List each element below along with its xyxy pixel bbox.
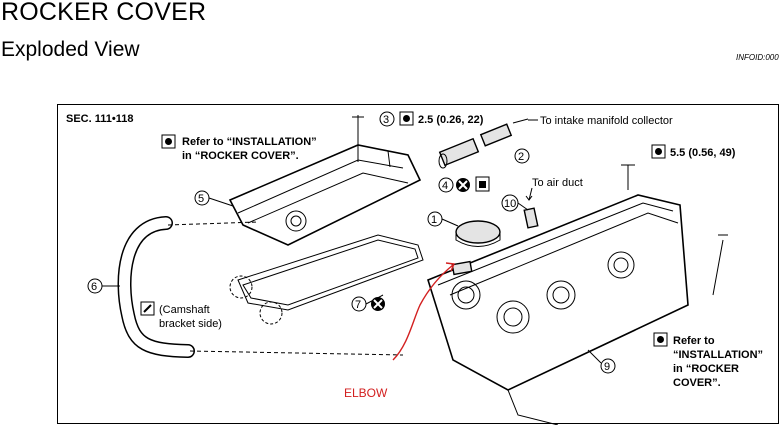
torque-wrench-icon [653, 332, 668, 347]
callout-6: 6 [87, 278, 103, 294]
pcv-valve-assembly [438, 118, 529, 169]
to-intake-label: To intake manifold collector [540, 115, 673, 127]
torque-wrench-icon [651, 144, 666, 159]
svg-text:10: 10 [504, 198, 516, 210]
left-gasket-inner [242, 239, 419, 306]
ref-installation-right-line1: Refer to [673, 335, 715, 347]
elbow-annotation-arrow [392, 264, 454, 361]
exploded-view-figure: SEC. 111•118 [57, 104, 779, 425]
callout-10: 10 [501, 194, 519, 212]
camshaft-note-line2: bracket side) [159, 318, 222, 330]
to-air-duct-label: To air duct [532, 177, 583, 189]
svg-text:7: 7 [355, 299, 361, 311]
camshaft-bracket-marker-1 [229, 275, 253, 299]
svg-text:5: 5 [198, 193, 204, 205]
callout-7: 7 [351, 296, 367, 312]
ref-installation-left-line2: in “ROCKER COVER”. [182, 150, 299, 162]
callout-3: 3 [379, 111, 395, 127]
liquid-gasket-icon [140, 301, 155, 316]
callout-4: 4 [438, 177, 454, 193]
do-not-reuse-icon [456, 178, 470, 192]
part-10 [523, 207, 539, 229]
svg-text:4: 4 [442, 180, 448, 192]
section-label: SEC. 111•118 [66, 113, 133, 125]
elbow-fitting [451, 260, 473, 276]
svg-text:9: 9 [604, 361, 610, 373]
svg-text:1: 1 [431, 214, 437, 226]
svg-text:3: 3 [383, 114, 389, 126]
page-subtitle: Exploded View [1, 38, 140, 61]
do-not-reuse-icon [371, 297, 385, 311]
page-title: ROCKER COVER [1, 0, 207, 26]
elbow-annotation-label: ELBOW [344, 386, 388, 400]
ref-installation-left-line1: Refer to “INSTALLATION” [182, 136, 317, 148]
camshaft-bracket-marker-2 [259, 301, 283, 325]
callout-2: 2 [514, 148, 530, 164]
ref-installation-right-line2: “INSTALLATION” [673, 349, 763, 361]
oil-filler-cap [455, 220, 501, 247]
torque-spec-3: 2.5 (0.26, 22) [418, 114, 484, 126]
svg-text:6: 6 [91, 281, 97, 293]
torque-wrench-icon [161, 134, 176, 149]
ref-installation-right-line3: in “ROCKER [673, 363, 739, 375]
torque-spec-5: 5.5 (0.56, 49) [670, 147, 736, 159]
callout-9: 9 [600, 358, 616, 374]
torque-wrench-icon [399, 111, 414, 126]
info-id: INFOID:000 [736, 53, 779, 62]
callout-1: 1 [427, 211, 443, 227]
callout-5: 5 [194, 190, 210, 206]
sealant-icon [475, 176, 490, 192]
diagram-canvas: SEC. 111•118 [66, 111, 763, 425]
left-rocker-cover [228, 115, 422, 246]
left-gasket [237, 234, 424, 311]
svg-text:2: 2 [518, 151, 524, 163]
camshaft-note-line1: (Camshaft [159, 304, 210, 316]
ref-installation-right-line4: COVER”. [673, 377, 721, 389]
